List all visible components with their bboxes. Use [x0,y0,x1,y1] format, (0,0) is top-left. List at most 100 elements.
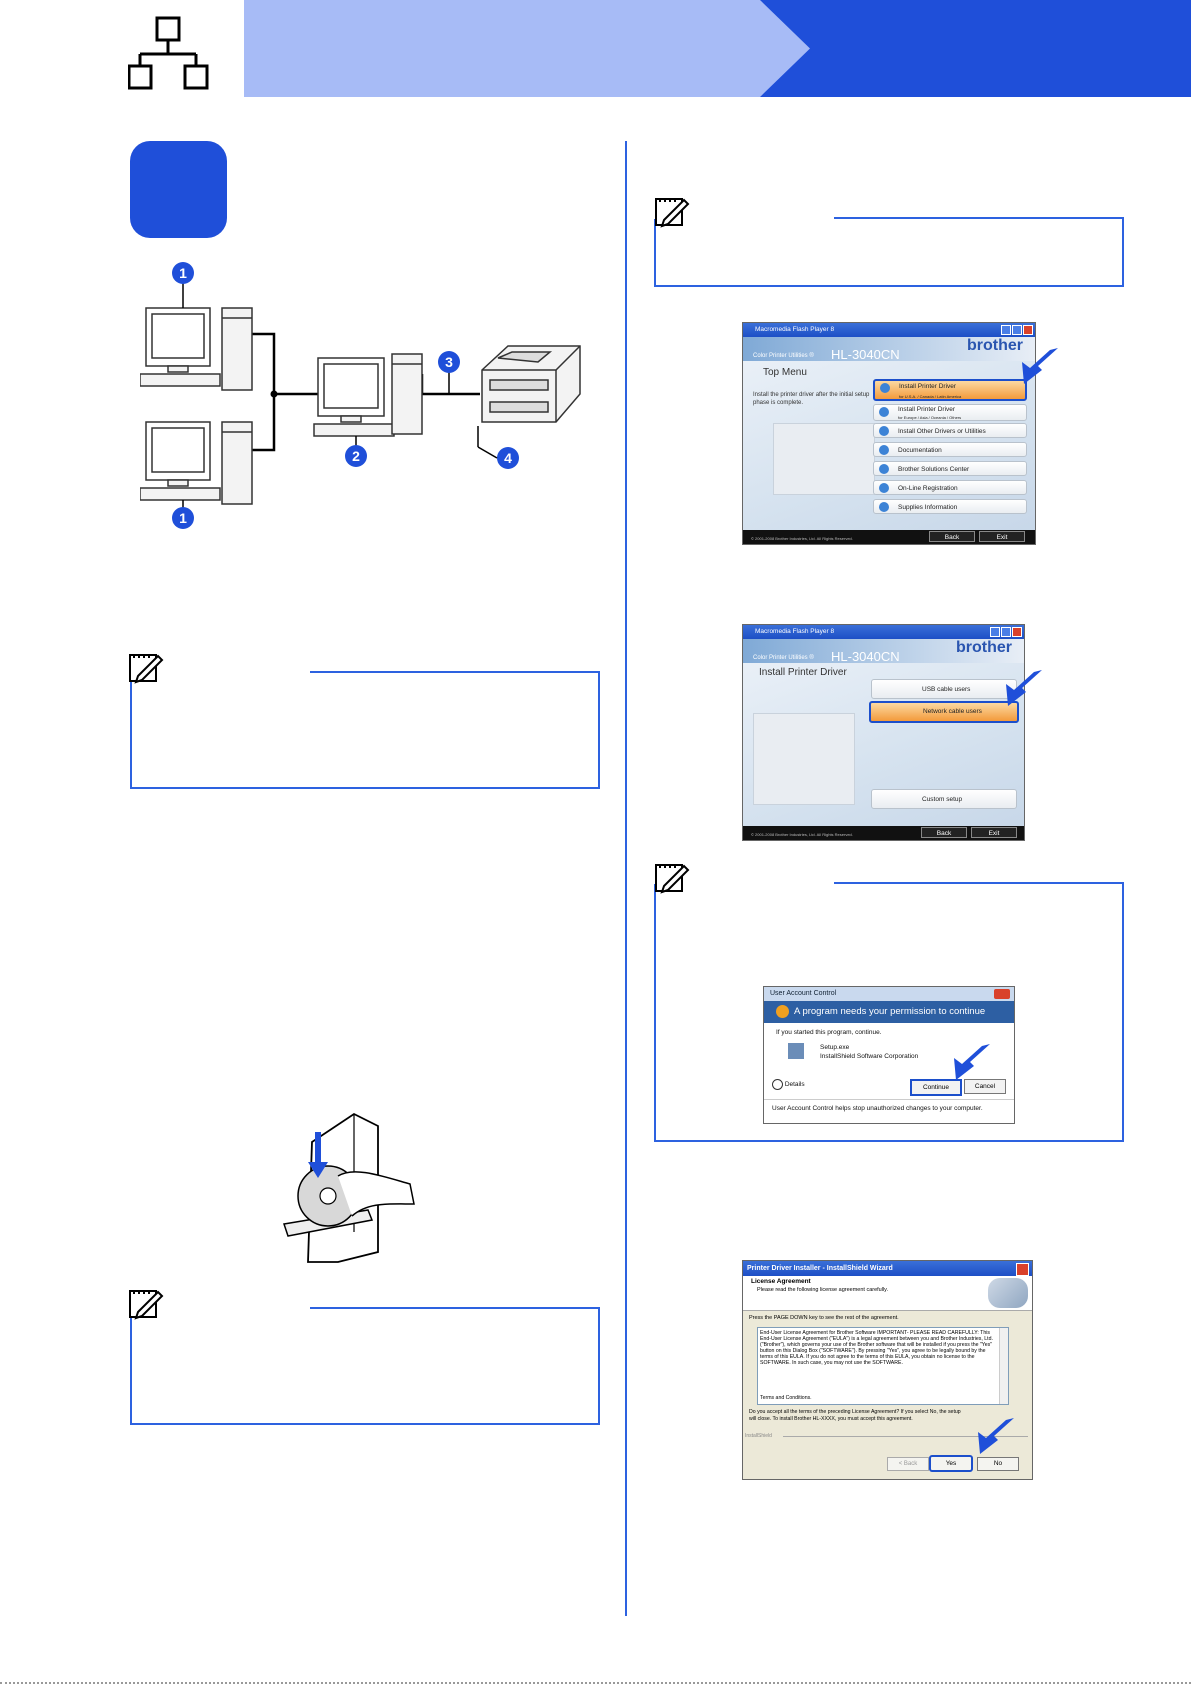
license-subheading: Please read the following license agreem… [757,1287,889,1293]
back-button[interactable]: Back [921,827,967,838]
maximize-icon[interactable] [1001,627,1011,637]
pointer-arrow-icon [1022,348,1058,384]
license-text-area[interactable]: End-User License Agreement for Brother S… [757,1327,1009,1405]
pointer-arrow-icon [978,1418,1014,1454]
close-icon[interactable] [1012,627,1022,637]
callout-3: 3 [438,351,460,394]
custom-setup-option[interactable]: Custom setup [871,789,1017,809]
svg-text:1: 1 [179,265,187,281]
product-line: Color Printer Utilities ® [753,655,814,661]
callout-4: 4 [477,446,519,469]
wizard-logo [988,1278,1028,1308]
program-name: Setup.exe [820,1044,850,1051]
note-pencil-icon [655,198,690,228]
printer-cable-image [753,713,855,805]
brand-logo: brother [967,337,1023,354]
copyright: © 2001-2008 Brother Industries, Ltd. All… [751,536,853,541]
section-title: Top Menu [763,367,807,378]
note-pencil-icon [129,1290,164,1320]
callout-1-top: 1 [172,262,194,308]
title-bar: Printer Driver Installer - InstallShield… [743,1261,1032,1276]
printer-image [773,423,875,495]
close-icon[interactable] [1023,325,1033,335]
header-icon-area [0,0,244,97]
uac-headline: A program needs your permission to conti… [794,1006,986,1017]
license-question: Do you accept all the terms of the prece… [749,1409,961,1422]
title-bar: Macromedia Flash Player 8 [743,323,1035,337]
back-button[interactable]: Back [929,531,975,542]
page-bottom-rule [0,1682,1191,1684]
menu-online-registration[interactable]: On-Line Registration [873,480,1027,495]
note-box-right-1 [654,217,1124,287]
note-box-right-2 [654,882,1124,1142]
uac-started-text: If you started this program, continue. [776,1029,882,1036]
warning-shield-icon [776,1005,789,1018]
column-divider [625,141,627,1616]
host-computer [313,353,423,437]
callout-2: 2 [345,436,367,467]
pointer-arrow-icon [1006,670,1042,706]
close-icon[interactable] [994,989,1010,999]
license-heading: License Agreement [751,1278,811,1285]
license-hint: Press the PAGE DOWN key to see the rest … [749,1315,899,1321]
note-box-left-2 [130,1307,600,1425]
minimize-icon[interactable] [1001,325,1011,335]
title-bar: Macromedia Flash Player 8 [743,625,1024,639]
license-terms: Terms and Conditions. [760,1395,812,1401]
top-menu-screenshot: Macromedia Flash Player 8 brother Color … [742,322,1036,545]
chevron-down-icon [772,1079,783,1090]
exit-button[interactable]: Exit [979,531,1025,542]
client-computer-bottom [140,421,253,505]
model-name: HL-3040CN [831,347,900,362]
no-button[interactable]: No [977,1457,1019,1471]
brand-logo: brother [956,639,1012,656]
svg-text:1: 1 [179,510,187,526]
note-pencil-icon [129,654,164,684]
exit-button[interactable]: Exit [971,827,1017,838]
uac-footer: User Account Control helps stop unauthor… [772,1105,983,1112]
menu-install-other-drivers[interactable]: Install Other Drivers or Utilities [873,423,1027,438]
yes-button[interactable]: Yes [929,1455,973,1472]
cd-insert-illustration [283,1112,415,1263]
note-pencil-icon [655,864,690,894]
product-line: Color Printer Utilities ® [753,353,814,359]
usb-cable-users-option[interactable]: USB cable users [871,679,1017,699]
menu-supplies-information[interactable]: Supplies Information [873,499,1027,514]
copyright: © 2001-2008 Brother Industries, Ltd. All… [751,832,853,837]
svg-text:3: 3 [445,354,453,370]
license-body: End-User License Agreement for Brother S… [760,1330,993,1366]
maximize-icon[interactable] [1012,325,1022,335]
close-icon[interactable] [1016,1263,1029,1276]
client-computer-top [140,307,253,391]
step-badge [130,141,227,238]
menu-documentation[interactable]: Documentation [873,442,1027,457]
minimize-icon[interactable] [990,627,1000,637]
section-title: Install Printer Driver [759,667,847,678]
continue-button[interactable]: Continue [910,1079,962,1096]
callout-1-bottom: 1 [172,500,194,529]
printer [481,345,581,423]
network-cable-users-option[interactable]: Network cable users [869,701,1019,723]
program-icon [788,1043,804,1059]
program-publisher: InstallShield Software Corporation [820,1053,919,1060]
network-icon [128,16,209,90]
scrollbar[interactable] [999,1328,1008,1404]
uac-title: User Account Control [764,987,1014,1001]
install-driver-screenshot: Macromedia Flash Player 8 brother Color … [742,624,1025,841]
svg-text:4: 4 [504,450,512,466]
details-toggle[interactable]: Details [772,1079,805,1090]
header-band-accent [760,0,1191,97]
back-button[interactable]: < Back [887,1457,929,1471]
menu-brother-solutions-center[interactable]: Brother Solutions Center [873,461,1027,476]
intro-text: Install the printer driver after the ini… [753,392,870,406]
uac-dialog: User Account Control A program needs you… [763,986,1015,1124]
network-diagram: 1 1 2 3 4 [140,262,581,529]
cancel-button[interactable]: Cancel [964,1079,1006,1094]
note-box-left-1 [130,671,600,789]
model-name: HL-3040CN [831,649,900,664]
svg-text:2: 2 [352,448,360,464]
pointer-arrow-icon [954,1044,990,1080]
installshield-label: InstallShield [745,1433,772,1439]
